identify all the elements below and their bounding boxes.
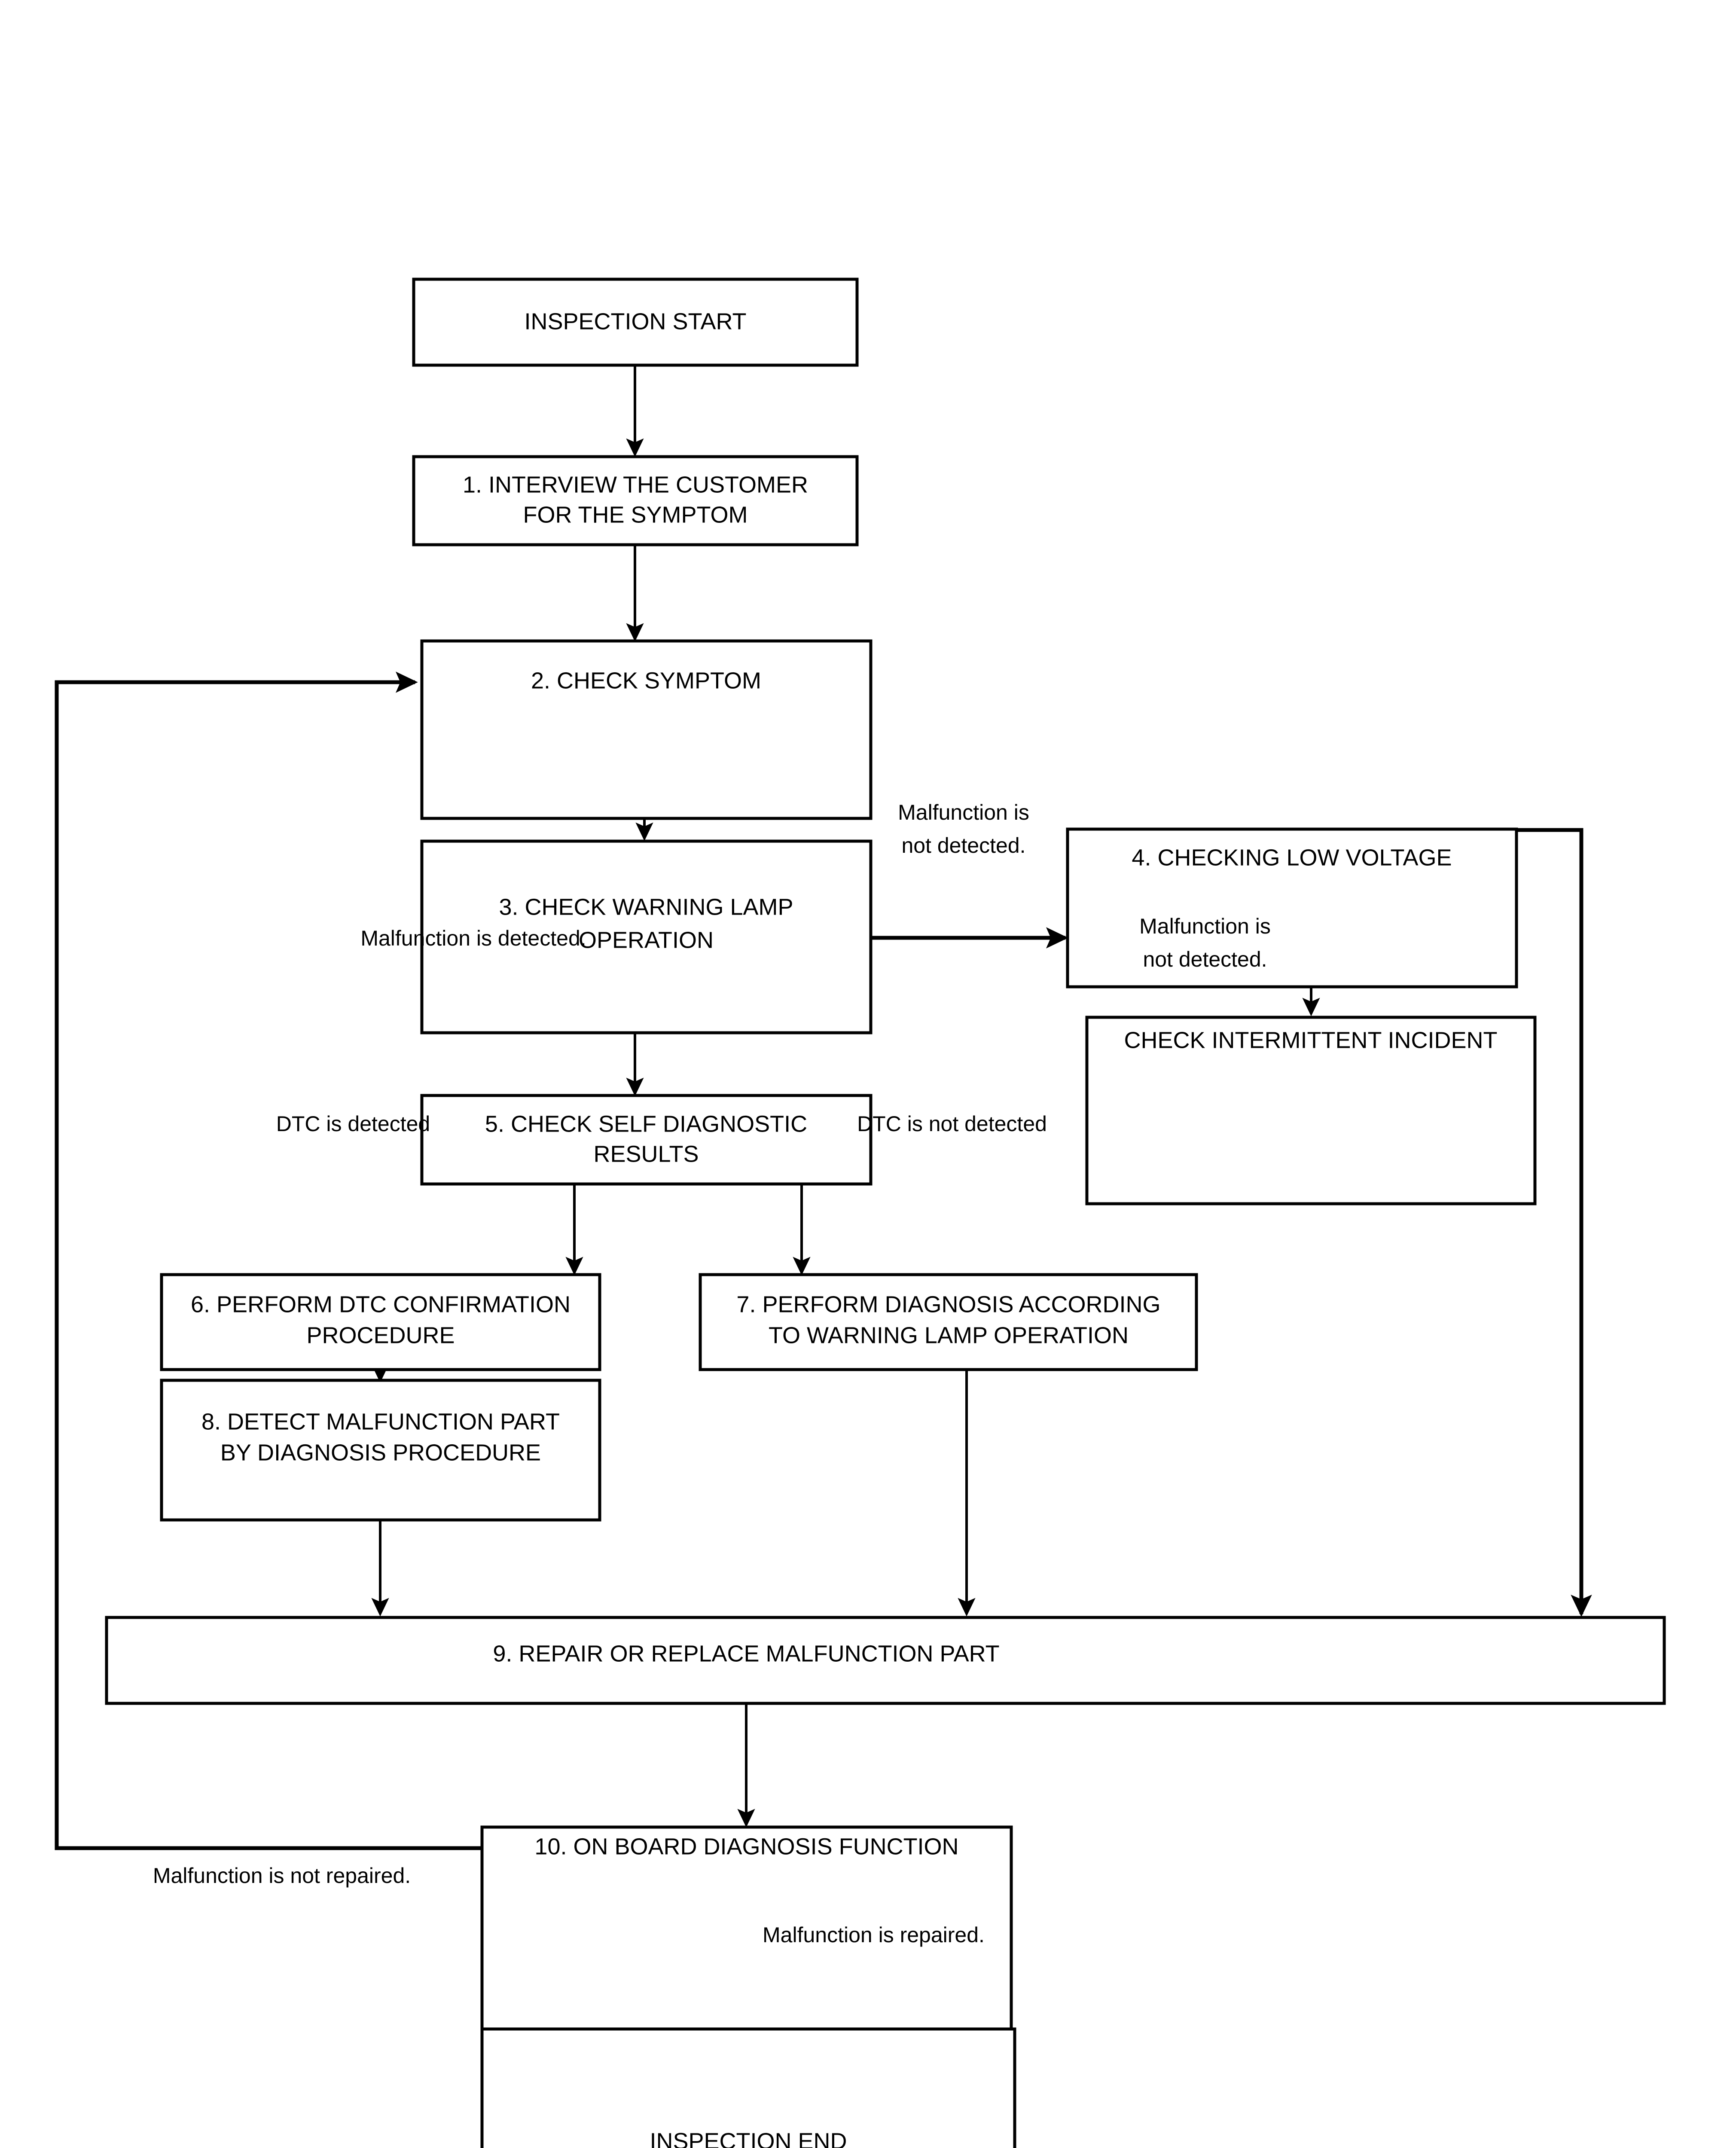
- edge-label-text: DTC is not detected: [857, 1112, 1047, 1136]
- node-label-line1: 3. CHECK WARNING LAMP: [499, 894, 793, 920]
- node-label-line2: BY DIAGNOSIS PROCEDURE: [220, 1440, 541, 1465]
- node-label-line1: 6. PERFORM DTC CONFIRMATION: [191, 1291, 571, 1317]
- node-label: INSPECTION START: [524, 308, 746, 334]
- node-label-line1: 7. PERFORM DIAGNOSIS ACCORDING: [736, 1291, 1160, 1317]
- edge-label-not-repaired: Malfunction is not repaired.: [153, 1864, 411, 1888]
- node-label-line1: 8. DETECT MALFUNCTION PART: [201, 1409, 560, 1434]
- node-step2-check-symptom[interactable]: 2. CHECK SYMPTOM: [420, 639, 873, 820]
- node-box: [160, 1379, 601, 1522]
- node-label-line1: 5. CHECK SELF DIAGNOSTIC: [485, 1111, 807, 1137]
- edge-label-line2: not detected.: [1143, 947, 1267, 971]
- edge-label-step3-not-detected: Malfunction is not detected.: [898, 800, 1029, 857]
- node-inspection-end[interactable]: INSPECTION END: [480, 2027, 1016, 2148]
- node-step5-check-self-diagnostic-results[interactable]: 5. CHECK SELF DIAGNOSTIC RESULTS: [420, 1094, 873, 1186]
- node-label-line2: PROCEDURE: [306, 1322, 455, 1348]
- edge-label-dtc-not-detected: DTC is not detected: [857, 1112, 1047, 1136]
- node-box: [412, 278, 859, 367]
- node-label: CHECK INTERMITTENT INCIDENT: [1124, 1027, 1497, 1053]
- node-box: [420, 1094, 873, 1186]
- node-label: 4. CHECKING LOW VOLTAGE: [1132, 845, 1452, 870]
- node-box: [1066, 827, 1518, 989]
- edge-step10-to-step2: [55, 671, 482, 1850]
- node-step9-repair-or-replace[interactable]: 9. REPAIR OR REPLACE MALFUNCTION PART: [105, 1616, 1666, 1705]
- edge-label-line2: not detected.: [901, 833, 1025, 857]
- edge-label-repaired: Malfunction is repaired.: [763, 1923, 985, 1947]
- node-step3-check-warning-lamp[interactable]: 3. CHECK WARNING LAMP OPERATION: [420, 839, 873, 1034]
- edge-label-dtc-detected: DTC is detected: [276, 1112, 430, 1136]
- node-box: [160, 1273, 601, 1371]
- node-step1-interview-customer[interactable]: 1. INTERVIEW THE CUSTOMER FOR THE SYMPTO…: [412, 455, 859, 546]
- node-step8-detect-malfunction-part[interactable]: 8. DETECT MALFUNCTION PART BY DIAGNOSIS …: [160, 1379, 601, 1522]
- node-box: [412, 455, 859, 546]
- node-label: INSPECTION END: [650, 2128, 847, 2148]
- edge-label-text: Malfunction is detected.: [360, 926, 586, 950]
- node-step4-checking-low-voltage[interactable]: 4. CHECKING LOW VOLTAGE: [1066, 827, 1518, 989]
- node-label: 2. CHECK SYMPTOM: [531, 668, 761, 693]
- node-label-line1: 1. INTERVIEW THE CUSTOMER: [463, 472, 808, 497]
- edge-label-text: Malfunction is repaired.: [763, 1923, 985, 1947]
- node-step7-perform-diagnosis[interactable]: 7. PERFORM DIAGNOSIS ACCORDING TO WARNIN…: [699, 1273, 1198, 1371]
- node-step6-perform-dtc-confirmation[interactable]: 6. PERFORM DTC CONFIRMATION PROCEDURE: [160, 1273, 601, 1371]
- node-label-line2: RESULTS: [593, 1141, 699, 1167]
- edge-label-text: Malfunction is not repaired.: [153, 1864, 411, 1888]
- edge-label-line1: Malfunction is: [898, 800, 1029, 824]
- node-box: [105, 1616, 1666, 1705]
- node-label-line2: OPERATION: [579, 927, 714, 953]
- edge-label-step4-not-detected: Malfunction is not detected.: [1139, 914, 1271, 971]
- node-box: [699, 1273, 1198, 1371]
- edge-step4-to-step9: [1516, 828, 1592, 1617]
- node-inspection-start[interactable]: INSPECTION START: [412, 278, 859, 367]
- edge-label-text: DTC is detected: [276, 1112, 430, 1136]
- node-box: [480, 2027, 1016, 2148]
- node-check-intermittent-incident[interactable]: CHECK INTERMITTENT INCIDENT: [1085, 1016, 1537, 1205]
- edge-label-step3-detected: Malfunction is detected.: [360, 926, 586, 950]
- node-box: [480, 1825, 1013, 2047]
- node-box: [420, 639, 873, 820]
- node-label-line2: TO WARNING LAMP OPERATION: [769, 1322, 1129, 1348]
- node-box: [1085, 1016, 1537, 1205]
- edge-label-line1: Malfunction is: [1139, 914, 1271, 938]
- node-label: 9. REPAIR OR REPLACE MALFUNCTION PART: [493, 1641, 999, 1666]
- node-step10-on-board-diagnosis-function[interactable]: 10. ON BOARD DIAGNOSIS FUNCTION: [480, 1825, 1013, 2047]
- node-label-line2: FOR THE SYMPTOM: [523, 502, 747, 528]
- node-label: 10. ON BOARD DIAGNOSIS FUNCTION: [534, 1834, 958, 1859]
- node-box: [420, 839, 873, 1034]
